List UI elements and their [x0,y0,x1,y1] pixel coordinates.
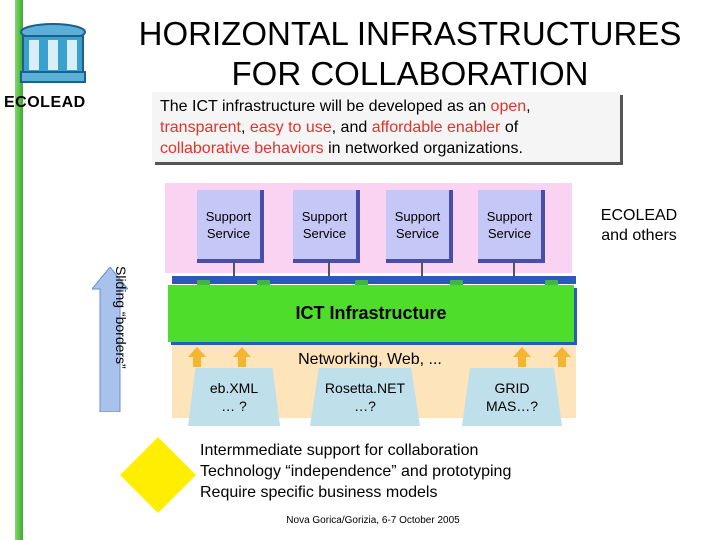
service-label-line2: Service [206,225,251,241]
service-connector [513,260,515,280]
sliding-borders-label: Sliding “borders” [113,266,129,369]
service-connector [328,260,330,280]
service-connector [233,260,235,280]
intro-collab: collaborative behaviors [160,140,324,157]
intro-text-1: The ICT infrastructure will be developed… [160,98,491,115]
note-item: Require specific business models [200,484,438,501]
technology-tab: Rosetta.NET …? [310,368,420,426]
ecolead-logo-icon [20,23,86,83]
page-title: HORIZONTAL INFRASTRUCTURES FOR COLLABORA… [120,14,700,94]
intro-text-3: , [240,119,250,136]
service-label-line1: Support [205,208,252,224]
tab-line2: …? [354,398,376,414]
tab-line1: Rosetta.NET [324,380,406,396]
note-item: Technology “independence” and prototypin… [200,463,512,480]
notes-list: Intermmediate support for collaboration … [200,440,620,503]
ict-label: ICT Infrastructure [295,303,447,323]
logo-text: ECOLEAD [4,94,86,111]
service-label-line1: Support [394,208,441,224]
connector-rail [172,276,576,284]
ict-infrastructure-box: ICT Infrastructure [168,285,574,342]
service-label-line2: Service [302,225,347,241]
footer-text: Nova Gorica/Gorizia, 6-7 October 2005 [286,515,460,526]
tab-line2: … ? [221,398,247,414]
intro-transparent: transparent [160,119,241,136]
sliding-arrow-icon [92,267,128,412]
technology-tab: eb.XML … ? [188,368,280,426]
left-accent-bar [15,0,23,540]
title-line-2: FOR COLLABORATION [231,55,589,92]
service-label-line1: Support [301,208,348,224]
ecolead-others-line1: ECOLEAD [600,207,678,224]
ecolead-others-line2: and others [601,227,677,244]
technology-tab: GRID MAS…? [462,368,562,426]
up-arrow-icon [553,347,571,367]
service-connector [421,260,423,280]
service-label-line1: Support [486,208,533,224]
intro-affordable: affordable enabler [371,119,501,136]
up-arrow-icon [513,347,531,367]
intro-easy: easy to use [249,119,332,136]
intro-text-4: , and [331,119,372,136]
intro-text-6: in networked organizations. [323,140,523,157]
tab-line2: MAS…? [485,398,539,414]
intro-open: open [490,98,527,115]
service-label-line2: Service [395,225,440,241]
title-line-1: HORIZONTAL INFRASTRUCTURES [138,15,682,52]
tab-line1: eb.XML [209,380,259,396]
intro-text-2: , [526,98,531,115]
diamond-icon [120,437,196,513]
ecolead-others-label: ECOLEAD and others [574,206,704,246]
service-label-line2: Service [487,225,532,241]
tab-line1: GRID [494,380,530,396]
intro-text-5: of [500,119,519,136]
up-arrow-icon [233,347,251,367]
networking-label: Networking, Web, ... [298,351,442,368]
up-arrow-icon [188,347,206,367]
note-item: Intermmediate support for collaboration [200,442,479,459]
intro-box: The ICT infrastructure will be developed… [152,92,620,162]
